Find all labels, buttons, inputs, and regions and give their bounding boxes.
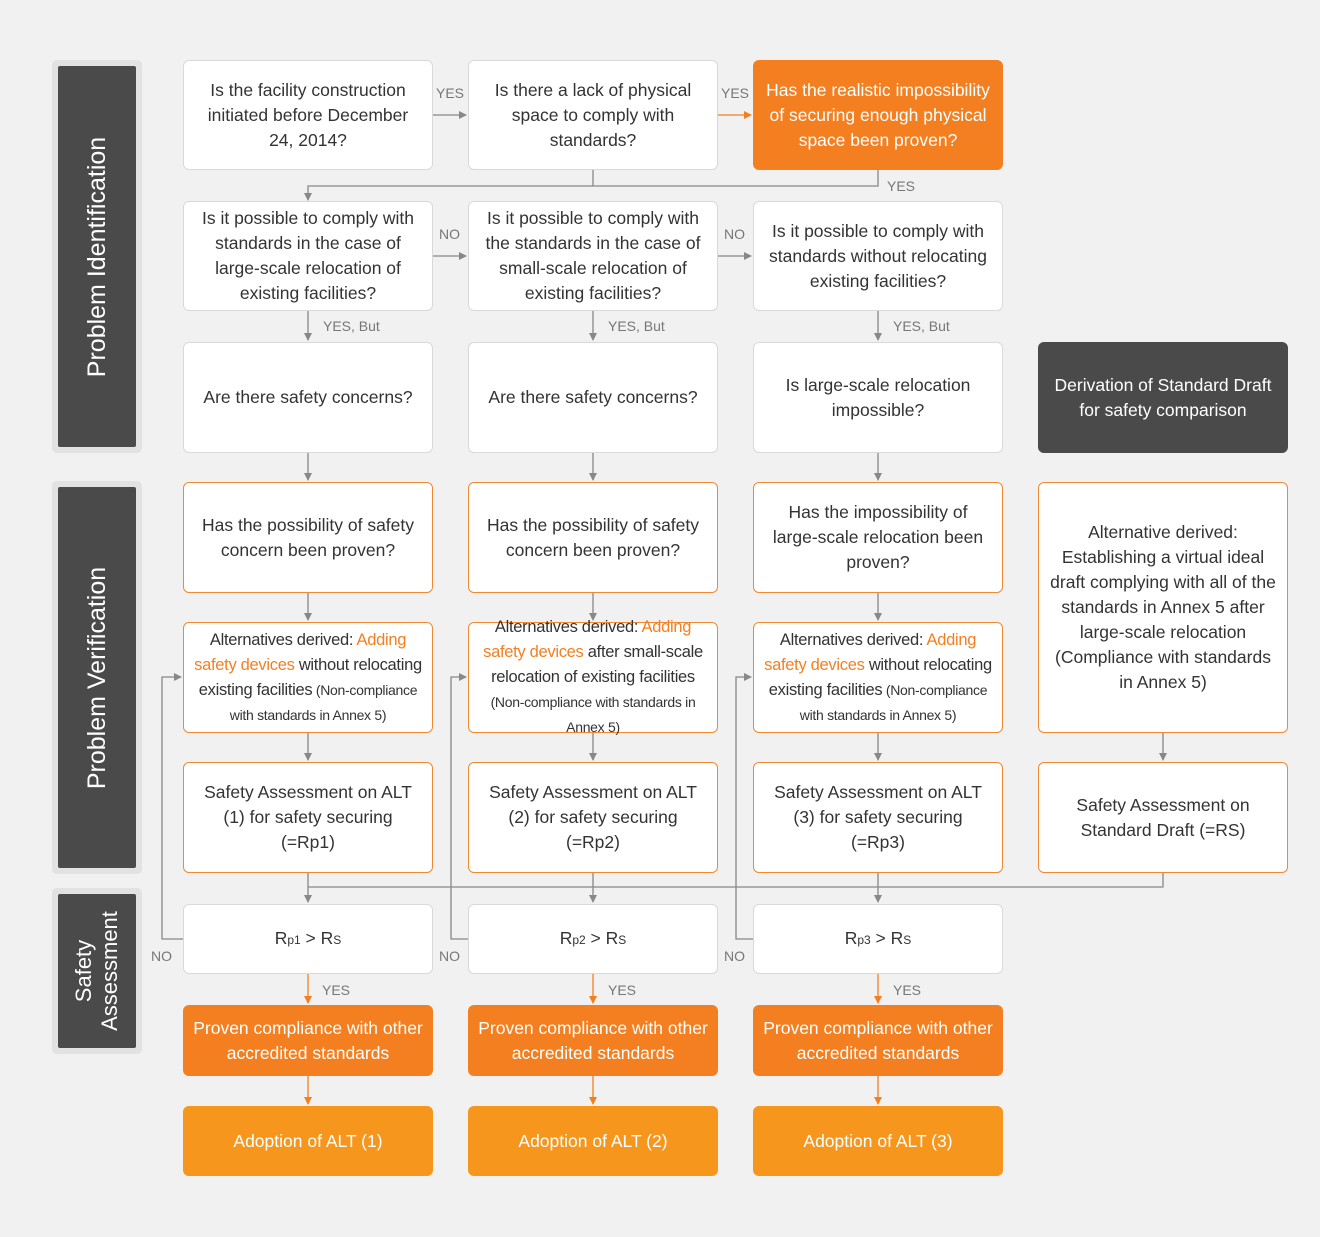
proven-compliance-1: Proven compliance with other accredited … — [183, 1005, 433, 1076]
question-small-relocation: Is it possible to comply with the standa… — [468, 201, 718, 311]
comparison-rp3-rs: Rp3 > RS — [753, 904, 1003, 974]
edge-label-no: NO — [724, 948, 745, 964]
adoption-alt-3: Adoption of ALT (3) — [753, 1106, 1003, 1176]
edge-label-no: NO — [439, 948, 460, 964]
edge-label-no: NO — [724, 226, 745, 242]
adoption-alt-2: Adoption of ALT (2) — [468, 1106, 718, 1176]
alternative-3: Alternatives derived: Adding safety devi… — [753, 622, 1003, 733]
proven-compliance-3: Proven compliance with other accredited … — [753, 1005, 1003, 1076]
question-no-relocation: Is it possible to comply with standards … — [753, 201, 1003, 311]
section-label: Problem Verification — [83, 566, 111, 789]
question-large-impossible: Is large-scale relocation impossible? — [753, 342, 1003, 453]
highlight-safety-devices: Adding safety devices — [764, 630, 977, 674]
question-space-impossibility: Has the realistic impossibility of secur… — [753, 60, 1003, 170]
question-proven-2: Has the possibility of safety concern be… — [468, 482, 718, 593]
safety-assessment-alt-1: Safety Assessment on ALT (1) for safety … — [183, 762, 433, 873]
question-large-relocation: Is it possible to comply with standards … — [183, 201, 433, 311]
question-safety-concerns-2: Are there safety concerns? — [468, 342, 718, 453]
highlight-safety-devices: Adding safety devices — [194, 630, 407, 674]
section-safety-assessment: Safety Assessment — [52, 888, 142, 1054]
edge-label-yes: YES — [608, 982, 637, 998]
proven-compliance-2: Proven compliance with other accredited … — [468, 1005, 718, 1076]
section-label: Problem Identification — [83, 136, 111, 377]
edge-label-yes-but: YES, But — [608, 318, 665, 334]
edge-label-yes-but: YES, But — [893, 318, 950, 334]
derivation-standard-draft: Derivation of Standard Draft for safety … — [1038, 342, 1288, 453]
edge-label-no: NO — [439, 226, 460, 242]
section-problem-verification: Problem Verification — [52, 481, 142, 874]
edge-label-yes: YES — [721, 85, 750, 101]
edge-label-yes-but: YES, But — [323, 318, 380, 334]
safety-assessment-standard: Safety Assessment on Standard Draft (=RS… — [1038, 762, 1288, 873]
comparison-rp1-rs: Rp1 > RS — [183, 904, 433, 974]
comparison-rp2-rs: Rp2 > RS — [468, 904, 718, 974]
edge-label-yes: YES — [893, 982, 922, 998]
safety-assessment-alt-3: Safety Assessment on ALT (3) for safety … — [753, 762, 1003, 873]
question-safety-concerns-1: Are there safety concerns? — [183, 342, 433, 453]
highlight-safety-devices: Adding safety devices — [483, 618, 692, 661]
alternative-1: Alternatives derived: Adding safety devi… — [183, 622, 433, 733]
alternative-2: Alternatives derived: Adding safety devi… — [468, 618, 718, 735]
edge-label-yes: YES — [436, 85, 465, 101]
edge-label-yes: YES — [887, 178, 916, 194]
edge-label-no: NO — [151, 948, 172, 964]
question-proven-1: Has the possibility of safety concern be… — [183, 482, 433, 593]
section-problem-identification: Problem Identification — [52, 60, 142, 453]
adoption-alt-1: Adoption of ALT (1) — [183, 1106, 433, 1176]
edge-label-yes: YES — [322, 982, 351, 998]
question-construction-date: Is the facility construction initiated b… — [183, 60, 433, 170]
section-label: Safety Assessment — [71, 911, 122, 1031]
alternative-ideal-draft: Alternative derived: Establishing a virt… — [1038, 482, 1288, 733]
question-physical-space: Is there a lack of physical space to com… — [468, 60, 718, 170]
question-proven-3: Has the impossibility of large-scale rel… — [753, 482, 1003, 593]
safety-assessment-alt-2: Safety Assessment on ALT (2) for safety … — [468, 762, 718, 873]
